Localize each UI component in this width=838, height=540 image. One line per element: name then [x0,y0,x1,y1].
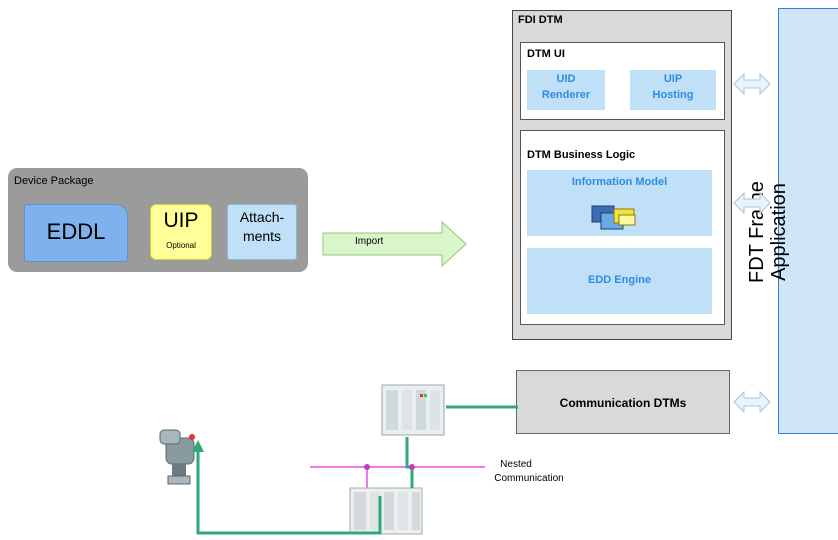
fdt-frame-label: FDT Frame Application [746,32,790,432]
attachments-box: Attach- ments [227,204,297,260]
controller-device-icon [381,384,445,436]
attachments-label-line2: ments [242,228,282,244]
information-model-label: Information Model [571,176,668,188]
attachments-label-line1: Attach- [239,209,285,225]
nested-communication-line1: Nested [500,459,532,470]
information-model-box: Information Model [527,170,712,236]
device-package-title: Device Package [14,175,94,187]
uid-renderer-line1: UID [556,73,576,85]
uip-label: UIP [163,209,199,232]
uip-hosting-box: UIP Hosting [630,70,716,110]
fdi-dtm-title: FDI DTM [518,14,563,26]
uip-optional-note: Optional [166,241,196,250]
dtm-ui-title: DTM UI [527,48,565,60]
nested-communication-line2: Communication [494,473,564,484]
import-label: Import [355,236,384,247]
pressure-transmitter-icon [159,429,195,485]
uid-renderer-box: UID Renderer [527,70,605,110]
communication-dtms-box: Communication DTMs [516,370,730,434]
communication-dtms-label: Communication DTMs [559,396,687,410]
eddl-label: EDDL [46,219,106,244]
business-logic-title: DTM Business Logic [527,149,636,161]
uip-box: UIP Optional [150,204,212,260]
edd-engine-box: EDD Engine [527,248,712,314]
fdt-frame-application [778,8,838,434]
eddl-box: EDDL [24,204,128,262]
fdt-frame-line1: FDT Frame [746,181,768,283]
remote-io-device-icon [349,487,423,535]
fdt-frame-line2: Application [768,183,790,281]
uip-hosting-line2: Hosting [652,89,694,101]
uip-hosting-line1: UIP [663,73,683,85]
uid-renderer-line2: Renderer [541,89,591,101]
edd-engine-label: EDD Engine [588,274,651,286]
